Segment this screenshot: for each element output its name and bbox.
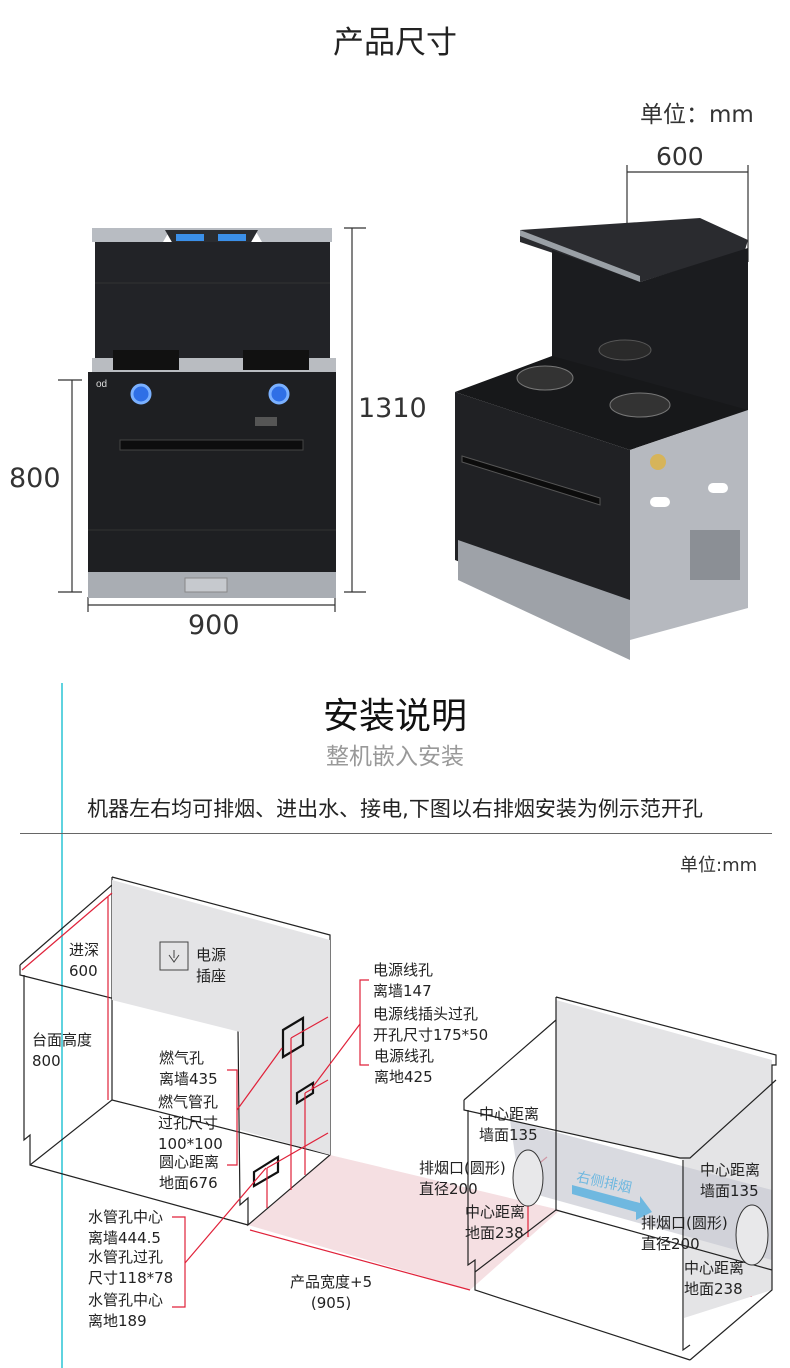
- label-socket: 电源 插座: [196, 946, 227, 985]
- dim-height-1310: 1310: [358, 393, 427, 424]
- label-product-width: 产品宽度+5 (905): [290, 1273, 373, 1312]
- label-power-plug-hole: 电源线插头过孔 开孔尺寸175*50: [373, 1005, 489, 1044]
- divider: [20, 833, 772, 834]
- label-right-center-floor: 中心距离 地面238: [684, 1259, 745, 1298]
- section-title-dimensions: 产品尺寸: [333, 25, 457, 61]
- right-exhaust-hole: [735, 1204, 769, 1266]
- dim-width-900: 900: [188, 610, 240, 641]
- exhaust-path: [510, 1120, 772, 1260]
- label-left-center-wall: 中心距离 墙面135: [479, 1105, 540, 1144]
- product-dimension-drawing: od: [58, 165, 749, 660]
- label-right-exhaust: 排烟口(圆形) 直径200: [641, 1214, 728, 1253]
- section-title-installation: 安装说明: [322, 696, 467, 737]
- brand-logo: od: [96, 379, 107, 390]
- label-counter-height: 台面高度 800: [32, 1031, 93, 1070]
- label-left-exhaust: 排烟口(圆形) 直径200: [419, 1159, 506, 1198]
- left-cabinet-wall: [112, 880, 330, 1155]
- label-power-hole-wall: 电源线孔 离墙147: [373, 961, 434, 1000]
- power-socket-icon: [159, 941, 189, 971]
- label-depth: 进深 600: [69, 941, 100, 980]
- left-exhaust-hole: [512, 1149, 544, 1207]
- label-water-center-wall: 水管孔中心 离墙444.5: [88, 1208, 164, 1247]
- guide-line: [61, 683, 63, 1368]
- label-left-center-floor: 中心距离 地面238: [465, 1203, 526, 1242]
- product-front-view: [88, 228, 336, 598]
- exhaust-direction-arrow-icon: [572, 1185, 652, 1220]
- label-circle-center: 圆心距离 地面676: [159, 1153, 220, 1192]
- label-gas-pipe-hole: 燃气管孔 过孔尺寸 100*100: [158, 1093, 223, 1153]
- floor-gap-area: [248, 1155, 560, 1290]
- label-water-center-floor: 水管孔中心 离地189: [88, 1291, 164, 1330]
- dim-height-800: 800: [9, 463, 61, 494]
- unit-label-installation: 单位:mm: [680, 855, 758, 876]
- label-power-hole-floor: 电源线孔 离地425: [374, 1047, 435, 1086]
- label-right-center-wall: 中心距离 墙面135: [700, 1161, 761, 1200]
- section-subtitle: 整机嵌入安装: [326, 744, 464, 770]
- product-angled-view: [455, 218, 748, 660]
- dim-depth-600: 600: [656, 142, 704, 171]
- installation-note: 机器左右均可排烟、进出水、接电,下图以右排烟安装为例示范开孔: [87, 797, 703, 821]
- dimension-lines: [58, 165, 749, 612]
- unit-label: 单位：mm: [640, 102, 754, 128]
- label-gas-hole: 燃气孔 离墙435: [159, 1049, 218, 1088]
- right-cabinet-outline: [463, 996, 777, 1361]
- label-water-hole-size: 水管孔过孔 尺寸118*78: [88, 1248, 174, 1287]
